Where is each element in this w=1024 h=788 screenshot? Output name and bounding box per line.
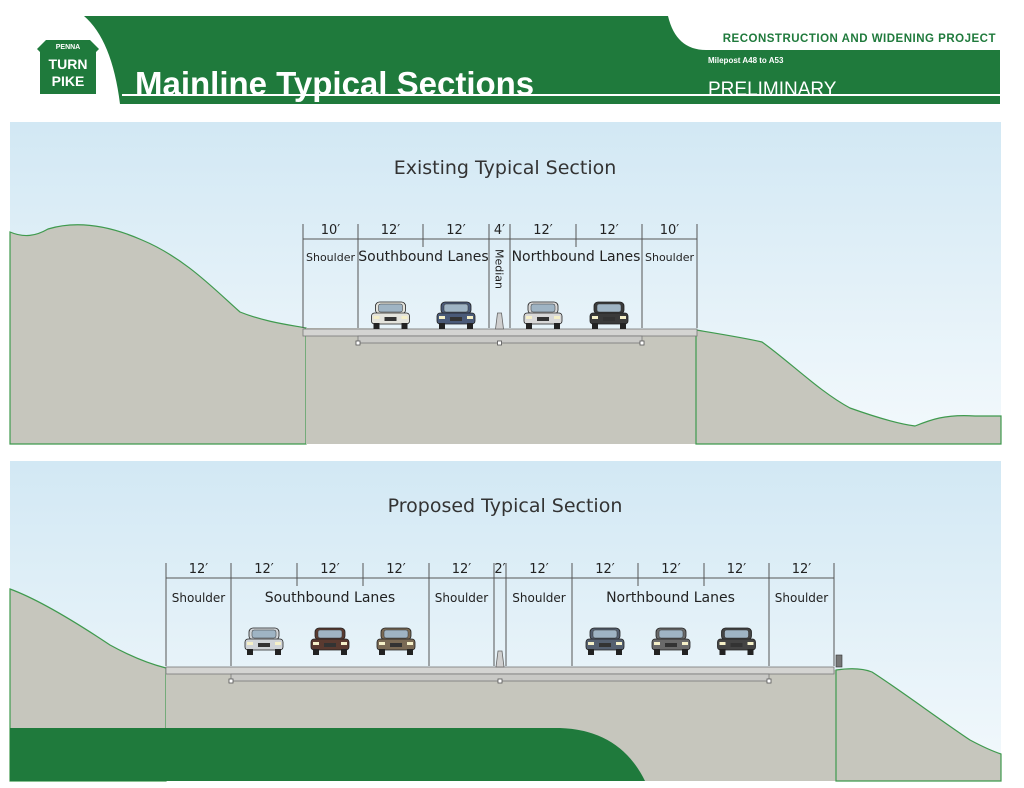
car-icon — [651, 627, 691, 655]
car-icon — [376, 627, 416, 655]
dimension-label: 12′ — [452, 562, 472, 577]
existing-section-panel: Existing Typical Section 10′Shoulder12′1… — [9, 122, 1002, 445]
drain-marker — [497, 678, 503, 684]
drain-marker — [766, 678, 772, 684]
shoulder-label: Shoulder — [775, 591, 829, 605]
project-title: RECONSTRUCTION AND WIDENING PROJECT — [723, 33, 996, 45]
dimension-label: 12′ — [320, 562, 340, 577]
lane-group-label: Southbound Lanes — [265, 590, 395, 606]
car-icon — [523, 301, 563, 329]
drain-marker — [639, 340, 645, 346]
logo-penna: PENNA — [56, 44, 81, 51]
logo-turn: TURN — [49, 56, 88, 72]
dimension-label: 12′ — [533, 223, 553, 238]
dimension-label: 10′ — [321, 223, 341, 238]
shoulder-label: Shoulder — [512, 591, 566, 605]
dimension-label: 12′ — [529, 562, 549, 577]
shoulder-label: Shoulder — [645, 251, 694, 264]
header: PENNA TURN PIKE Mainline Typical Section… — [32, 16, 1000, 104]
dimension-label: 12′ — [381, 223, 401, 238]
dimension-label: 12′ — [446, 223, 466, 238]
car-icon — [589, 301, 629, 329]
existing-roadway: 10′ Shoulder 12′ 12′ 4′ Median 12′ 12′ 10′ Should… — [302, 223, 698, 346]
shoulder-label: Shoulder — [435, 591, 489, 605]
milepost-label: Milepost A48 to A53 — [708, 56, 784, 65]
existing-terrain — [9, 224, 307, 445]
shoulder-label: Shoulder — [306, 251, 355, 264]
dimension-label: 12′ — [386, 562, 406, 577]
lane-group-label: Northbound Lanes — [512, 249, 641, 265]
drain-marker — [497, 340, 502, 346]
car-icon — [244, 627, 284, 655]
car-icon — [310, 627, 350, 655]
car-icon — [436, 301, 476, 329]
turnpike-logo: PENNA TURN PIKE — [32, 36, 104, 98]
dimension-label: 12′ — [727, 562, 747, 577]
dimension-label: 12′ — [254, 562, 274, 577]
drain-marker — [355, 340, 361, 346]
header-band — [84, 16, 1000, 104]
median-label: Median — [493, 249, 506, 289]
dimension-label: 10′ — [660, 223, 680, 238]
drain-marker — [228, 678, 234, 684]
dimension-label: 12′ — [189, 562, 209, 577]
lane-group-label: Northbound Lanes — [606, 590, 735, 606]
dimension-label: 12′ — [599, 223, 619, 238]
section-title: Existing Typical Section — [394, 157, 617, 179]
footer-band — [10, 728, 645, 781]
proposed-roadway: 12′ Shoulder 12′ 12′ 12′ 12′ Shoulder 2′ 12′ Shou… — [165, 562, 843, 684]
logo-pike: PIKE — [52, 73, 85, 89]
median-barrier — [495, 650, 505, 668]
pavement-surface — [302, 328, 698, 337]
shoulder-label: Shoulder — [172, 591, 226, 605]
guardrail-post — [835, 654, 843, 668]
pavement-surface — [165, 666, 835, 675]
proposed-terrain-right — [835, 668, 1002, 782]
car-icon — [585, 627, 625, 655]
section-title: Proposed Typical Section — [388, 495, 623, 517]
dimension-label: 2′ — [494, 562, 505, 577]
dimension-label: 12′ — [661, 562, 681, 577]
page-title: Mainline Typical Sections — [135, 65, 534, 102]
dimension-label: 4′ — [494, 223, 505, 238]
car-icon — [371, 301, 410, 329]
dimension-label: 12′ — [595, 562, 615, 577]
status-label: PRELIMINARY — [708, 79, 837, 100]
dimension-label: 12′ — [792, 562, 812, 577]
median-barrier — [495, 312, 504, 330]
car-icon — [717, 627, 756, 655]
lane-group-label: Southbound Lanes — [358, 249, 488, 265]
